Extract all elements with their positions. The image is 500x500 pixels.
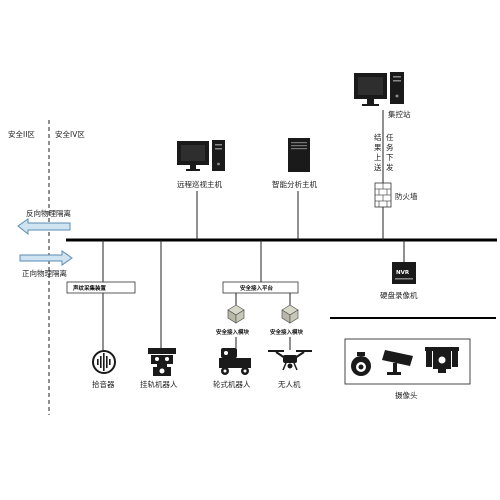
task-down-char-3: 下: [386, 153, 394, 162]
result-up-char-4: 送: [374, 162, 382, 172]
nvr-badge: NVR: [396, 270, 410, 276]
access-platform-box: [222, 281, 299, 294]
firewall-icon: [374, 182, 392, 208]
result-up-char-2: 果: [374, 143, 382, 152]
task-down-char-1: 任: [386, 132, 394, 142]
dome-camera-icon: [351, 352, 371, 376]
wheel-robot-icon: [219, 348, 251, 375]
access-module-2-icon: [281, 304, 299, 324]
access-module-1-icon: [227, 304, 245, 324]
nvr-label: 硬盘录像机: [380, 290, 418, 300]
drone-icon: [268, 350, 312, 371]
access-module-1-label: 安全接入模块: [216, 328, 250, 336]
access-platform-label: 安全接入平台: [240, 284, 274, 292]
firewall-label: 防火墙: [395, 191, 418, 201]
sound-device-label: 声纹采集装置: [73, 284, 107, 292]
reverse-isolation-label: 反向物理隔离: [26, 208, 71, 218]
control-station-icon: [354, 72, 404, 106]
access-module-2-label: 安全接入模块: [270, 328, 304, 336]
reverse-isolation-arrow: [17, 218, 71, 236]
nvr-icon: [392, 262, 416, 284]
remote-host-label: 远程巡视主机: [177, 179, 222, 189]
camera-label: 摄像头: [395, 390, 418, 400]
analysis-host-label: 智能分析主机: [272, 179, 317, 189]
control-station-label: 集控站: [388, 109, 411, 119]
rail-robot-icon: [148, 348, 176, 376]
zone-ii-label: 安全II区: [8, 129, 35, 139]
result-up-char-3: 上: [374, 153, 382, 162]
forward-isolation-arrow: [19, 250, 73, 266]
drone-label: 无人机: [278, 379, 301, 389]
remote-host-icon: [177, 140, 225, 171]
forward-isolation-label: 正向物理隔离: [22, 268, 67, 278]
task-down-char-2: 务: [386, 142, 394, 152]
ptz-camera-icon: [425, 347, 459, 373]
sound-device-box: [66, 281, 136, 294]
wheel-robot-label: 轮式机器人: [213, 379, 251, 389]
pickup-icon: [92, 350, 116, 374]
rail-robot-label: 挂轨机器人: [140, 379, 178, 389]
bullet-camera-icon: [382, 350, 413, 375]
pickup-label: 拾音器: [92, 379, 115, 389]
analysis-host-icon: [288, 138, 310, 172]
zone-iv-label: 安全IV区: [55, 129, 85, 139]
task-down-char-4: 发: [386, 162, 394, 172]
result-up-char-1: 结: [374, 132, 382, 142]
